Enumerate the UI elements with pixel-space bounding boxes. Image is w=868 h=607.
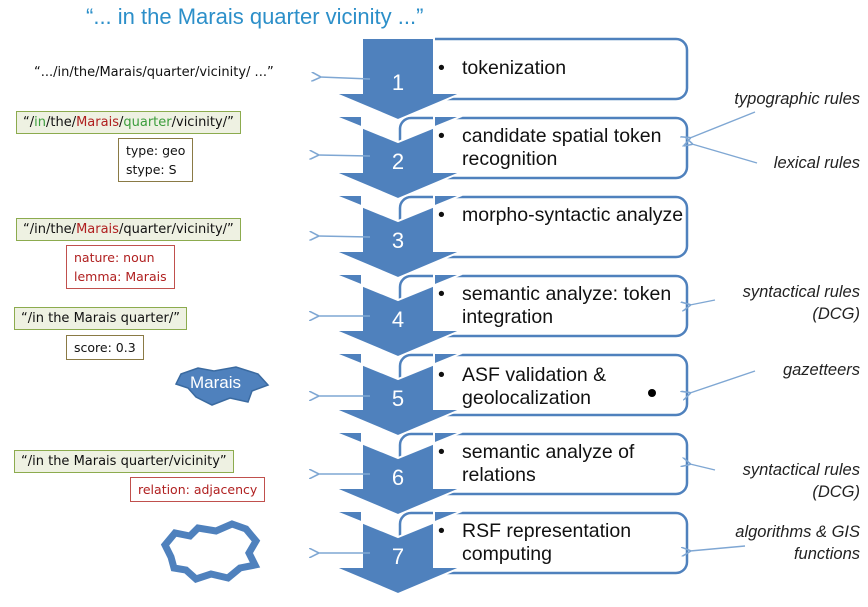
step-6-label: •semantic analyze of relations: [438, 441, 635, 486]
rule-lexical: lexical rules: [773, 154, 860, 172]
arrow-rule-typographic: [690, 111, 756, 138]
step-5-dot: [648, 389, 656, 397]
step-2-label: •candidate spatial token recognition: [438, 125, 662, 170]
step-6-chevron: [333, 431, 463, 517]
step-6-token-output: “/in the Marais quarter/vicinity”: [14, 450, 234, 473]
step-3-token-output: “/in/the/Marais/quarter/vicinity/”: [16, 218, 241, 241]
arrow-out-3: [318, 236, 371, 237]
step-5-label: •ASF validation & geolocalization: [438, 364, 607, 409]
rule-algorithms: algorithms & GIS functions: [735, 523, 860, 563]
arrow-rule-syntactical-1: [690, 299, 716, 305]
arrow-rule-gazetteers: [690, 370, 756, 393]
rule-typographic: typographic rules: [734, 90, 860, 108]
page-title: “... in the Marais quarter vicinity ...”: [86, 4, 424, 29]
step-3-number: 3: [391, 228, 405, 253]
rule-gazetteers: gazetteers: [782, 361, 860, 379]
step-4-chevron: [333, 273, 463, 359]
arrow-rule-lexical: [692, 144, 758, 164]
step-5-chevron: [333, 352, 463, 438]
step-2-chevron: [333, 115, 463, 201]
step-7-chevron: [333, 510, 463, 596]
rsf-outline-shape: [160, 520, 261, 583]
arrow-out-1: [320, 77, 371, 79]
step-4-attributes: score: 0.3: [66, 335, 144, 360]
step-1-number: 1: [391, 70, 405, 95]
arrow-rule-algorithms: [690, 545, 746, 551]
step-1-label: •tokenization: [438, 57, 567, 79]
marais-shape: [174, 366, 270, 406]
step-7-number: 7: [391, 544, 405, 569]
step-6-number: 6: [391, 465, 405, 490]
step-2-number: 2: [391, 149, 405, 174]
step-3-chevron: [333, 194, 463, 280]
step-5-marais-label: Marais: [190, 373, 242, 392]
arrow-out-2: [318, 155, 371, 156]
step-3-attributes: nature: noun lemma: Marais: [66, 245, 175, 289]
arrow-rule-syntactical-2: [690, 464, 716, 471]
rule-syntactical-2: syntactical rules (DCG): [742, 461, 860, 501]
step-3-label: •morpho-syntactic analyze: [438, 204, 684, 226]
step-2-attributes: type: geo stype: S: [118, 138, 194, 182]
step-6-attributes: relation: adjacency: [130, 477, 266, 502]
step-5-number: 5: [391, 386, 405, 411]
step-2-token-output: “/in/the/Marais/quarter/vicinity/”: [16, 111, 241, 134]
step-4-token-output: “/in the Marais quarter/”: [14, 307, 187, 330]
step-1-chevron: [333, 37, 463, 122]
step-1-token-output: “.../in/the/Marais/quarter/vicinity/ ...…: [34, 65, 274, 80]
rule-syntactical-1: syntactical rules (DCG): [742, 283, 860, 323]
step-4-label: •semantic analyze: token integration: [438, 283, 672, 328]
step-7-label: •RSF representation computing: [438, 520, 632, 565]
step-4-number: 4: [391, 307, 405, 332]
